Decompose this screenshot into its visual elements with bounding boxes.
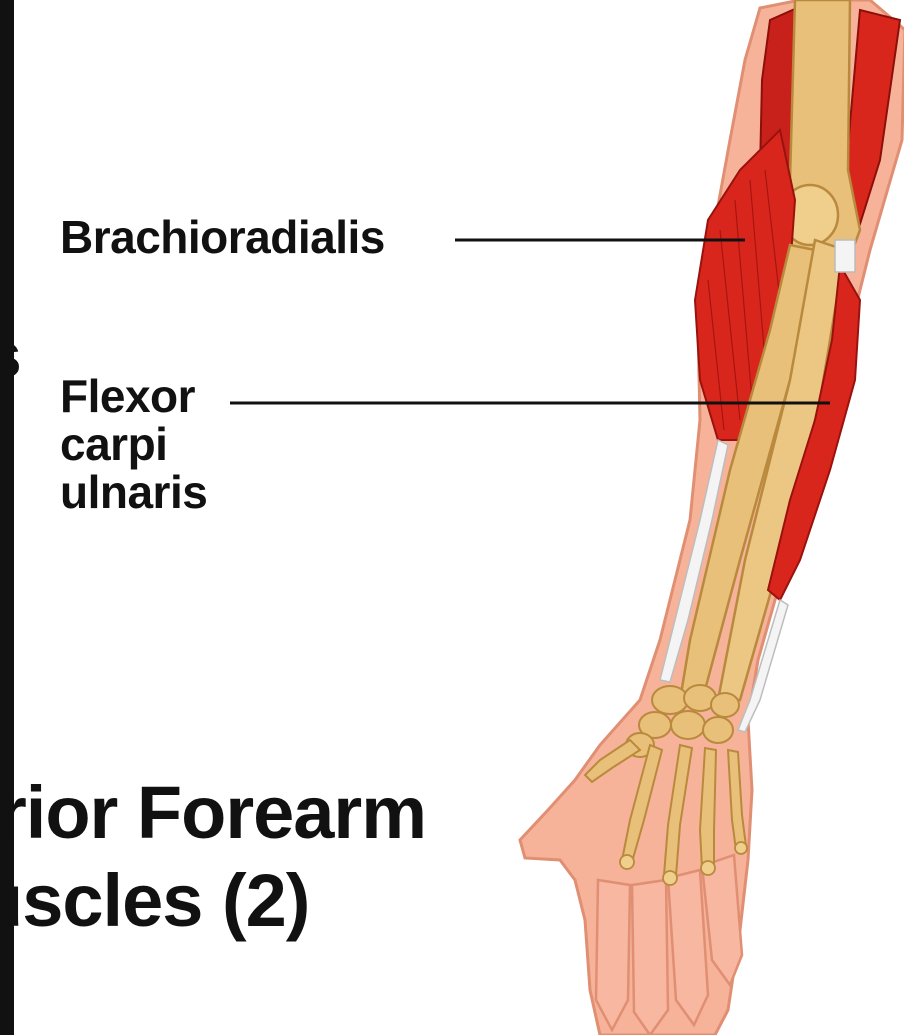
tendon-attachment — [835, 240, 855, 272]
clipped-left-char: s — [0, 318, 22, 392]
label-flexor-line-1: Flexor — [60, 372, 207, 420]
label-brachioradialis: Brachioradialis — [60, 210, 385, 264]
label-flexor-line-3: ulnaris — [60, 468, 207, 516]
title-line-1: rior Forearm — [0, 770, 426, 855]
label-flexor-line-2: carpi — [60, 420, 207, 468]
title-line-2: uscles (2) — [0, 858, 309, 943]
label-flexor-carpi-ulnaris: Flexor carpi ulnaris — [60, 372, 207, 516]
